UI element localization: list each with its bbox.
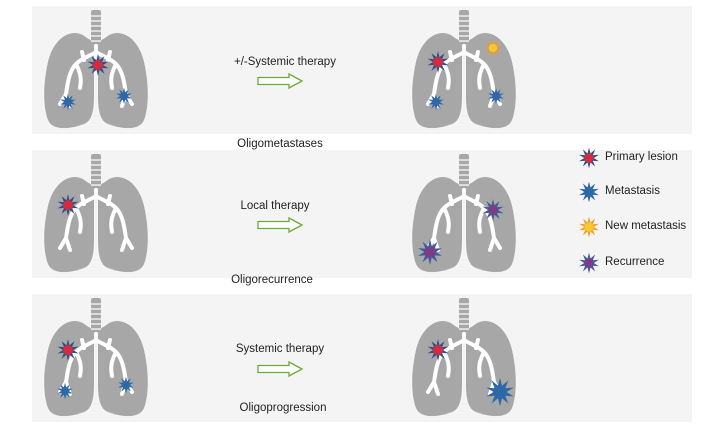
lung-after-oligorecurrence — [408, 152, 520, 278]
metastasis-icon — [428, 93, 444, 111]
lung-after-oligometastases — [408, 8, 520, 134]
metastasis-icon — [60, 93, 76, 111]
trachea — [91, 154, 101, 190]
trachea — [91, 298, 101, 334]
trachea — [459, 298, 469, 334]
legend-label: New metastasis — [605, 220, 687, 232]
category-label-oligorecurrence: Oligorecurrence — [231, 274, 313, 286]
category-label-oligoprogression: Oligoprogression — [239, 402, 327, 414]
primary-lesion-icon — [427, 339, 449, 361]
lung-after-oligoprogression — [408, 296, 520, 422]
legend-label: Recurrence — [605, 256, 665, 268]
category-label-oligometastases: Oligometastases — [237, 138, 323, 150]
primary-lesion-icon-shape — [579, 147, 599, 169]
new-metastasis-icon-shape — [579, 216, 599, 238]
recurrence-icon — [418, 239, 442, 265]
primary-lesion-icon — [427, 51, 449, 73]
bronchi — [426, 188, 502, 252]
metastasis-icon — [116, 87, 132, 105]
lung-before-oligometastases — [40, 8, 152, 134]
bronchi — [58, 188, 134, 252]
trachea — [459, 154, 469, 190]
metastasis-icon — [578, 181, 600, 203]
trachea — [91, 10, 101, 46]
metastasis-icon — [57, 382, 73, 400]
primary-lesion-icon — [57, 339, 79, 361]
legend-label: Metastasis — [605, 185, 660, 197]
recurrence-icon — [578, 252, 600, 274]
arrow-icon — [257, 216, 304, 234]
bronchi — [426, 332, 502, 396]
metastasis-icon — [488, 87, 504, 105]
trachea — [459, 10, 469, 46]
metastasis-icon — [486, 377, 514, 407]
lung-before-oligoprogression — [40, 296, 152, 422]
recurrence-icon — [482, 199, 504, 221]
primary-lesion-icon — [578, 147, 600, 169]
primary-lesion-icon — [87, 54, 109, 76]
arrow-icon — [257, 72, 304, 90]
lung-before-oligorecurrence — [40, 152, 152, 278]
legend-label: Primary lesion — [605, 151, 678, 163]
metastasis-icon-shape — [579, 181, 599, 203]
metastasis-icon — [118, 376, 134, 394]
primary-lesion-icon — [57, 194, 79, 216]
bronchi — [426, 44, 502, 108]
recurrence-icon-shape — [579, 252, 599, 274]
new-metastasis-icon — [578, 216, 600, 238]
new-metastasis-icon — [484, 39, 502, 57]
treatment-label-systemic-optional: +/-Systemic therapy — [234, 56, 336, 68]
arrow-icon — [257, 360, 304, 378]
treatment-label-systemic: Systemic therapy — [235, 343, 325, 355]
treatment-label-local: Local therapy — [240, 200, 310, 212]
